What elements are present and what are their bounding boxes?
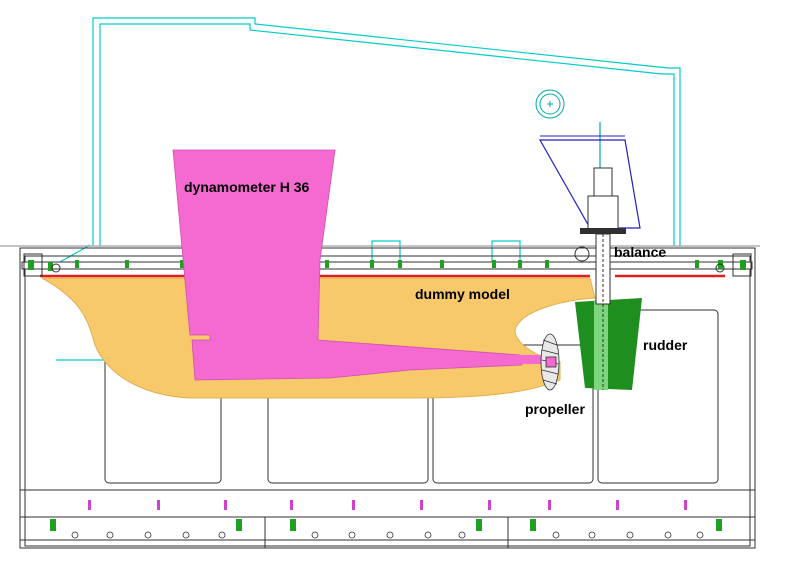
lifting-eye-icon <box>535 89 565 119</box>
tank-inner <box>24 255 751 547</box>
label-dynamometer: dynamometer H 36 <box>184 179 309 195</box>
label-balance: balance <box>614 244 666 260</box>
balance-assembly <box>538 135 641 390</box>
tank-outline <box>19 247 756 549</box>
balance-frame <box>538 139 641 229</box>
label-rudder: rudder <box>643 337 688 353</box>
bottom-rail <box>50 500 722 539</box>
rail-clamps <box>23 253 752 277</box>
propeller-shaft <box>505 355 555 364</box>
label-dummy-model: dummy model <box>415 286 510 302</box>
frame-outline <box>92 17 681 246</box>
rudder-blade <box>575 298 642 390</box>
frame-inner <box>99 23 675 246</box>
propeller-icon <box>540 333 560 391</box>
cover-frame <box>0 17 760 361</box>
label-propeller: propeller <box>525 401 585 417</box>
bay-4 <box>597 309 719 484</box>
dynamometer-body <box>172 149 523 381</box>
rudder-stock <box>594 300 608 390</box>
